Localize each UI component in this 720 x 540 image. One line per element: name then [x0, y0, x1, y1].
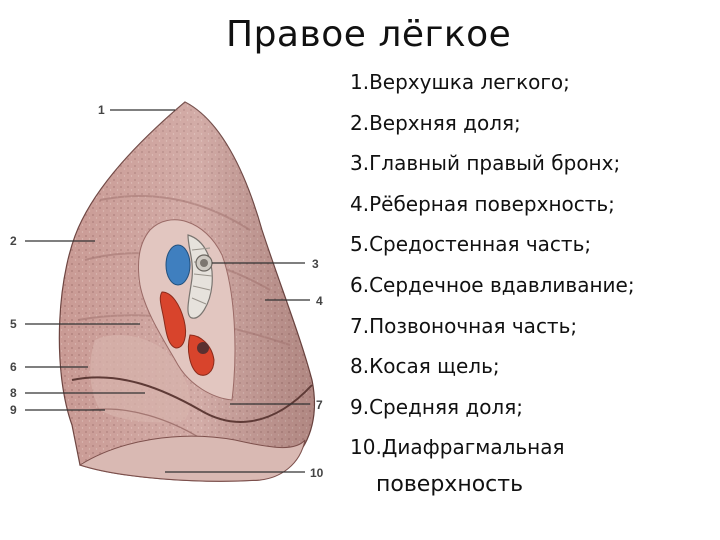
legend-item-2: 2.Верхняя доля;	[350, 110, 521, 135]
figure-label-3: 3	[312, 257, 319, 271]
oblique-fissure	[71, 376, 313, 423]
figure-label-8: 8	[10, 386, 17, 400]
figure-label-2: 2	[10, 234, 17, 248]
legend-item-3: 3.Главный правый бронх;	[350, 151, 621, 176]
cardiac-impression	[90, 335, 190, 423]
legend-item-8: 8.Косая щель;	[350, 354, 500, 379]
legend-item-5: 5.Средостенная часть;	[350, 232, 592, 257]
figure-label-9: 9	[10, 403, 17, 417]
right-lung-illustration: 1 2 3 4 5 6 8 9 7 10	[10, 101, 324, 482]
figure-label-4: 4	[316, 294, 323, 308]
legend-item-9: 9.Средняя доля;	[350, 394, 523, 419]
legend-item-6: 6.Сердечное вдавливание;	[350, 272, 635, 297]
figure-label-6: 6	[10, 360, 17, 374]
hilum	[159, 234, 215, 376]
legend-item-10-continued: поверхность	[376, 471, 524, 497]
slide-title: Правое лёгкое	[226, 14, 512, 55]
diaphragmatic-surface	[78, 435, 306, 482]
legend-item-7: 7.Позвоночная часть;	[350, 313, 578, 338]
figure-label-7: 7	[316, 398, 323, 412]
figure-label-10: 10	[310, 466, 324, 480]
legend-item-1: 1.Верхушка легкого;	[350, 70, 570, 94]
figure-label-1: 1	[98, 103, 105, 117]
figure-label-5: 5	[10, 317, 17, 331]
legend-item-4: 4.Рёберная поверхность;	[350, 191, 615, 216]
legend-list: 1.Верхушка легкого; 2.Верхняя доля; 3.Гл…	[350, 66, 716, 513]
legend-item-10: 10.Диафрагмальная	[350, 435, 565, 460]
